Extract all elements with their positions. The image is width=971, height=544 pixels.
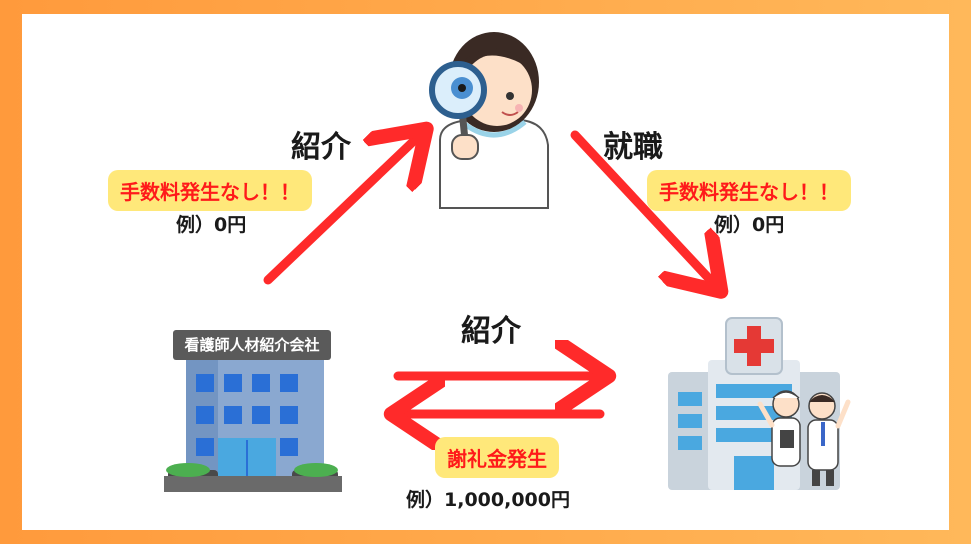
arrow-agency-to-nurse	[263, 135, 420, 285]
right-fee-badge: 手数料発生なし！！	[647, 170, 851, 211]
cross-icon	[734, 326, 774, 366]
reward-badge: 謝礼金発生	[435, 437, 559, 478]
nurse-with-magnifier-icon	[429, 32, 549, 209]
hospital-icon	[668, 317, 851, 490]
bottom-example-amount: 例）1,000,000円	[406, 489, 570, 511]
left-fee-badge: 手数料発生なし！！	[108, 170, 312, 211]
left-example-amount: 例）0円	[176, 214, 247, 236]
agency-building-icon	[164, 330, 342, 492]
agency-sign-label: 看護師人材紹介会社	[184, 336, 320, 354]
intro-bottom-label: 紹介	[461, 314, 521, 349]
employment-label: 就職	[603, 130, 663, 165]
right-example-amount: 例）0円	[714, 214, 785, 236]
intro-top-label: 紹介	[291, 130, 351, 165]
arrow-nurse-to-hospital	[570, 130, 715, 285]
